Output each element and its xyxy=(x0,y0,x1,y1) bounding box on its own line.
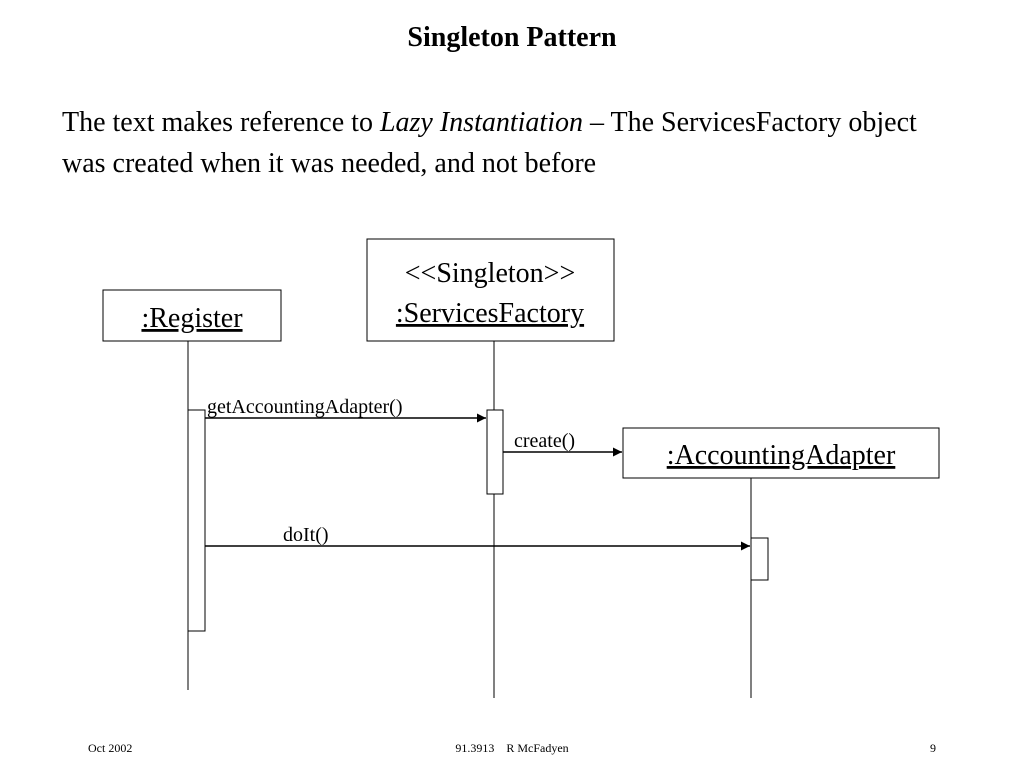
accounting-adapter-object-box xyxy=(622,427,940,479)
services-factory-object-label: :ServicesFactory xyxy=(396,298,584,329)
footer-date: Oct 2002 xyxy=(88,741,133,755)
accounting-adapter-activation-bar xyxy=(750,537,769,581)
accounting-adapter-object-label: :AccountingAdapter xyxy=(667,440,896,471)
accounting-adapter-object: :AccountingAdapter xyxy=(622,427,940,479)
services-factory-object: <<Singleton>> :ServicesFactory xyxy=(366,238,615,342)
services-factory-object-box xyxy=(366,238,615,342)
get-accounting-adapter-message-label: getAccountingAdapter() xyxy=(207,396,402,418)
register-object-label: :Register xyxy=(141,303,243,334)
register-activation-bar xyxy=(187,409,206,632)
register-object: :Register xyxy=(102,289,282,342)
lazy-instantiation-term: Lazy Instantiation xyxy=(379,107,583,138)
singleton-stereotype-label: <<Singleton>> xyxy=(405,258,576,289)
body-text-intro: The text makes reference to xyxy=(62,107,380,138)
footer-course: 91.3913 xyxy=(455,741,495,755)
body-text: The text makes reference to Lazy Instant… xyxy=(62,102,922,184)
footer-page-number: 9 xyxy=(930,741,936,755)
footer-course-author: 91.3913 R McFadyen xyxy=(0,741,1024,756)
body-text-rest: – The ServicesFactory object was created… xyxy=(62,107,917,179)
create-message-label: create() xyxy=(514,430,575,452)
register-object-box xyxy=(102,289,282,342)
footer-author: R McFadyen xyxy=(506,741,569,755)
do-it-message-label: doIt() xyxy=(283,524,329,546)
services-factory-activation-bar xyxy=(486,409,504,495)
slide-title: Singleton Pattern xyxy=(407,22,617,53)
